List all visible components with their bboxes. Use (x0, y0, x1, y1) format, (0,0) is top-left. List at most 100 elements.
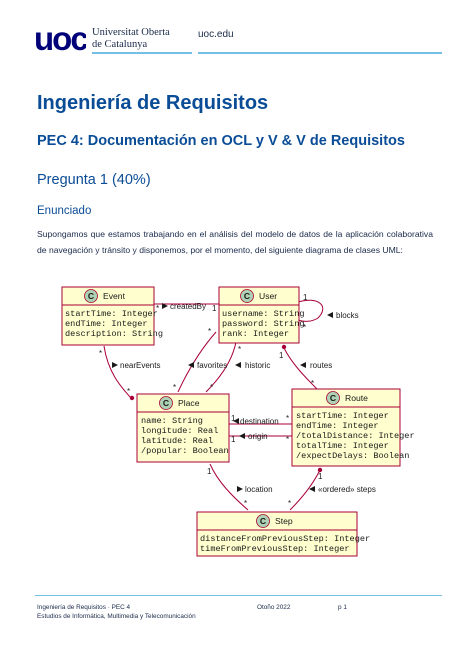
multiplicity: * (286, 435, 289, 444)
assoc-nearevents-line (103, 345, 132, 399)
stereotype-letter: C (244, 291, 250, 301)
attribute: distanceFromPreviousStep: Integer (200, 534, 370, 544)
attribute: endTime: Integer (296, 421, 379, 431)
attribute: timeFromPreviousStep: Integer (200, 544, 350, 554)
multiplicity: * (244, 499, 247, 508)
multiplicity: * (210, 383, 213, 392)
multiplicity: * (156, 304, 159, 313)
assoc-blocks-label: blocks (336, 311, 359, 320)
attribute: rank: Integer (222, 329, 289, 339)
origin-arrow-icon (239, 433, 245, 439)
attribute: name: String (141, 416, 203, 426)
class-event: C Event startTime: Integer endTime: Inte… (61, 286, 163, 346)
historic-arrow-icon (235, 362, 241, 368)
uoc-logo-text: uoc (34, 24, 86, 54)
section-heading: Enunciado (37, 205, 92, 217)
multiplicity: * (288, 499, 291, 508)
footer-course-line1: Ingeniería de Requisitos · PEC 4 (37, 604, 131, 611)
multiplicity: 1 (231, 414, 236, 423)
multiplicity: 1 (212, 304, 217, 313)
nearevents-arrow-icon (112, 362, 118, 368)
attribute: /expectDelays: Boolean (296, 451, 409, 461)
assoc-routes-label: routes (310, 361, 332, 370)
header-rule-right (198, 52, 442, 54)
steps-arrow-icon (309, 486, 315, 492)
attribute: totalTime: Integer (296, 441, 389, 451)
class-name: User (259, 291, 277, 301)
steps-end-marker (317, 467, 323, 473)
multiplicity: 1 (231, 435, 236, 444)
footer-page-number: p 1 (338, 604, 347, 611)
class-stereotype-icon (240, 289, 254, 303)
attribute: startTime: Integer (65, 309, 158, 319)
assoc-favorites-label: favorites (197, 361, 227, 370)
attribute: password: String (222, 319, 305, 329)
document-title: Ingeniería de Requisitos (37, 92, 269, 114)
class-stereotype-icon (84, 289, 98, 303)
assoc-nearevents-label: nearEvents (120, 361, 160, 370)
stereotype-letter: C (330, 393, 336, 403)
assoc-location-label: location (245, 485, 273, 494)
header-rule-left (92, 52, 192, 54)
footer-term: Otoño 2022 (257, 604, 291, 611)
class-stereotype-icon (256, 514, 270, 528)
class-name: Place (178, 398, 200, 408)
class-user: C User username: String password: String… (218, 286, 305, 344)
footer-course-line2: Estudios de Informática, Multimedia y Te… (37, 613, 196, 620)
assoc-createdby-label: createdBy (170, 302, 206, 311)
attribute: longitude: Real (141, 426, 218, 436)
location-arrow-icon (237, 486, 243, 492)
routes-end-marker (281, 344, 287, 350)
blocks-arrow-icon (327, 312, 333, 318)
multiplicity: 1 (207, 467, 212, 476)
class-name: Step (275, 516, 293, 526)
university-name-line1: Universitat Oberta (92, 27, 170, 38)
multiplicity: 1 (318, 472, 323, 481)
assoc-origin-label: origin (248, 432, 268, 441)
footer-course: Ingeniería de Requisitos · PEC 4 Estudio… (37, 603, 196, 621)
multiplicity: 1 (279, 351, 284, 360)
attribute: username: String (222, 309, 305, 319)
class-route: C Route startTime: Integer endTime: Inte… (291, 388, 415, 467)
class-name: Route (345, 393, 368, 403)
assoc-steps-label: «ordered» steps (318, 485, 376, 494)
multiplicity: * (311, 379, 314, 388)
class-place: C Place name: String longitude: Real lat… (136, 393, 230, 463)
statement-paragraph: Supongamos que estamos trabajando en el … (37, 229, 433, 255)
university-name: Universitat Oberta de Catalunya (92, 27, 170, 51)
class-step: C Step distanceFromPreviousStep: Integer… (196, 511, 370, 557)
assoc-destination-label: destination (240, 417, 279, 426)
multiplicity: 1 (303, 293, 308, 302)
assoc-blocks-line (297, 299, 324, 322)
site-link[interactable]: uoc.edu (198, 29, 234, 40)
class-stereotype-icon (326, 391, 340, 405)
attribute: /popular: Boolean (141, 446, 229, 456)
multiplicity: * (303, 323, 306, 332)
multiplicity: * (173, 383, 176, 392)
assoc-historic-line (205, 341, 237, 393)
assoc-steps-line (289, 469, 321, 511)
assoc-routes-line (283, 347, 319, 391)
attribute: startTime: Integer (296, 411, 389, 421)
multiplicity: * (238, 345, 241, 354)
document-subtitle: PEC 4: Documentación en OCL y V & V de R… (37, 133, 405, 149)
footer-rule (35, 595, 442, 596)
favorites-arrow-icon (188, 362, 194, 368)
stereotype-letter: C (163, 398, 169, 408)
class-name: Event (103, 291, 126, 301)
stereotype-letter: C (260, 516, 266, 526)
question-heading: Pregunta 1 (40%) (37, 172, 151, 188)
assoc-favorites-line (177, 331, 217, 393)
class-stereotype-icon (159, 396, 173, 410)
stereotype-letter: C (88, 291, 94, 301)
multiplicity: * (99, 349, 102, 358)
multiplicity: * (208, 327, 211, 336)
nearevents-end-marker (129, 395, 135, 401)
attribute: endTime: Integer (65, 319, 148, 329)
multiplicity: * (127, 387, 130, 396)
assoc-location-line (209, 463, 249, 511)
createdby-arrow-icon (162, 303, 168, 309)
attribute: description: String (65, 329, 163, 339)
routes-arrow-icon (300, 362, 306, 368)
